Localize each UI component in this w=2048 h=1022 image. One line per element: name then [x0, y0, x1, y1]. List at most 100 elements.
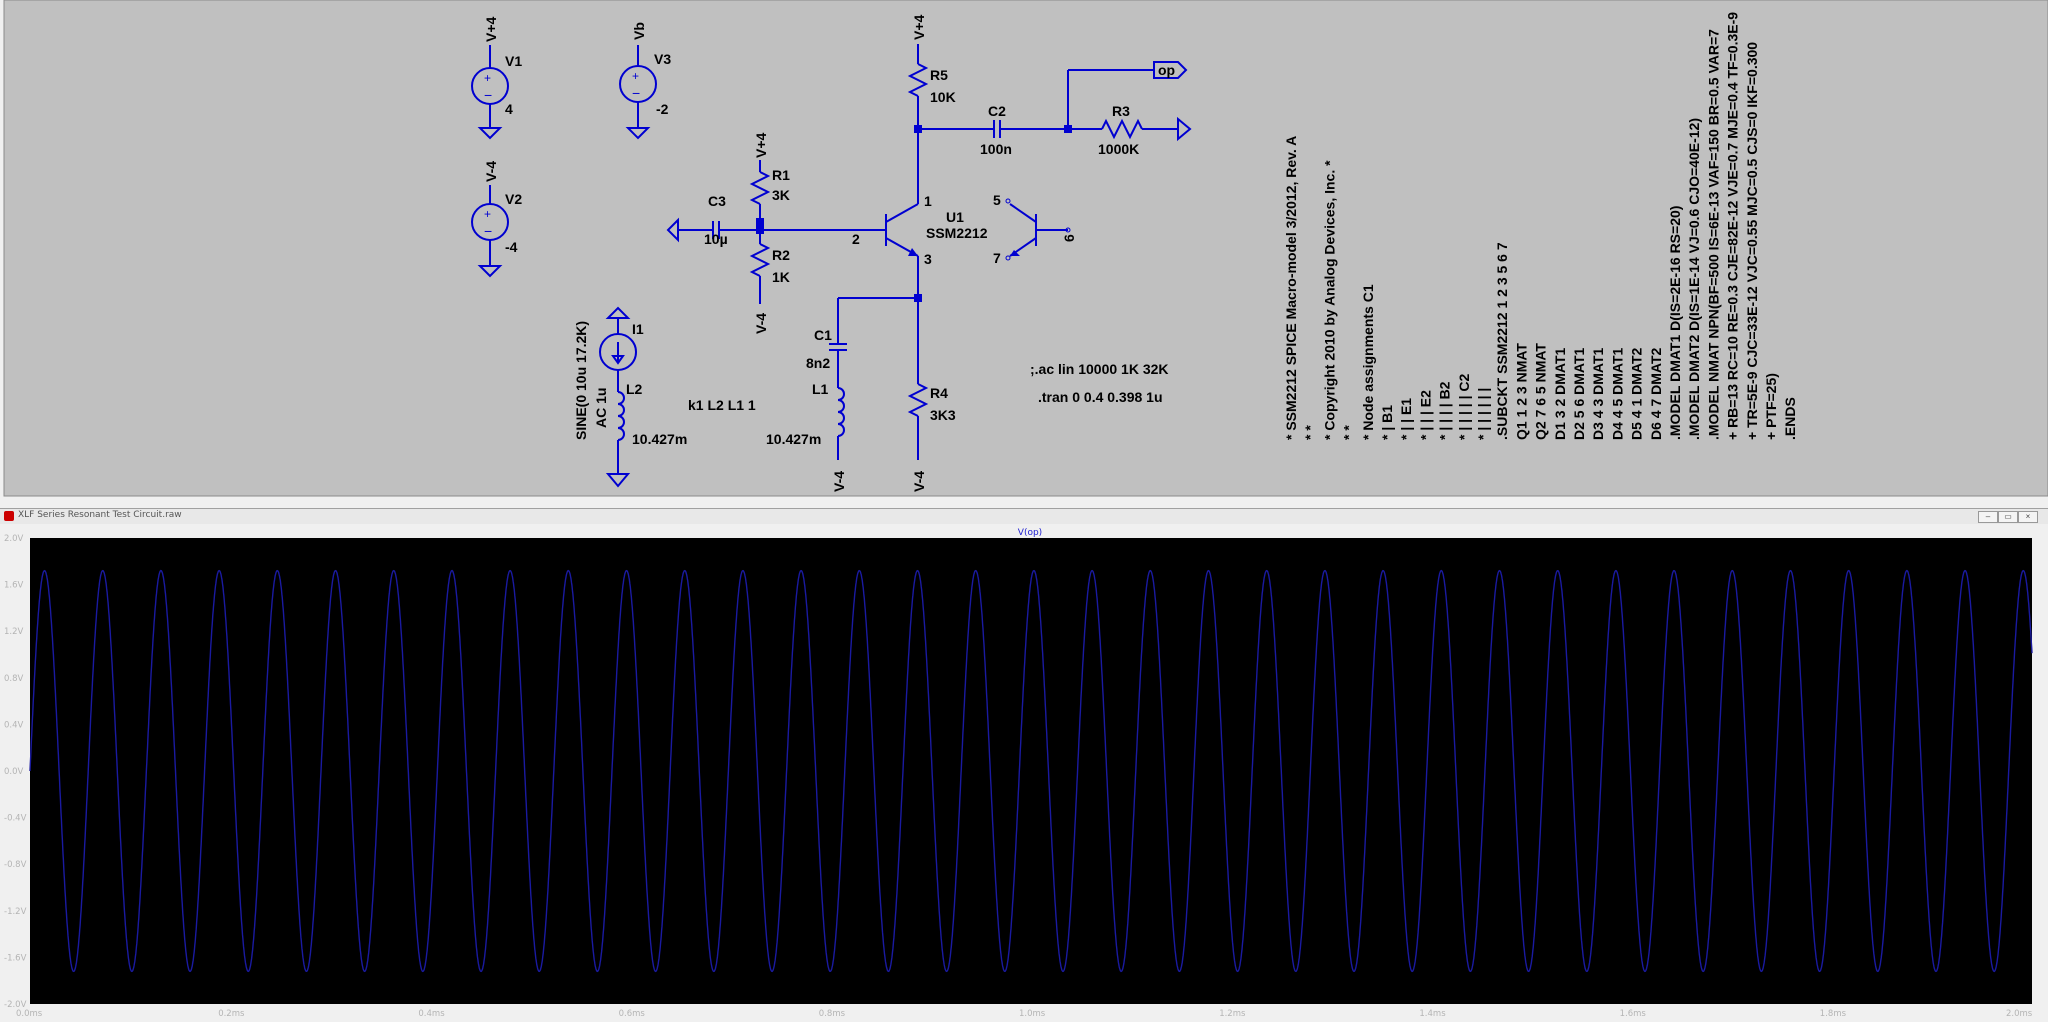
netlist-line: * | | | | | C2 — [1456, 374, 1472, 440]
x-tick-label: 1.0ms — [1019, 1009, 1046, 1019]
plot-area[interactable] — [30, 538, 2032, 1004]
netlist-line: Q2 7 6 5 NMAT — [1533, 343, 1549, 440]
capacitor-c3[interactable]: C3 10µ — [666, 193, 760, 247]
node-label: Vb — [631, 22, 647, 40]
part-name: I1 — [632, 321, 644, 337]
svg-text:−: − — [484, 87, 492, 103]
net-label-text: op — [1158, 62, 1175, 78]
resistor-r4[interactable]: V-4 R4 3K3 — [907, 300, 956, 492]
pin-label: 1 — [924, 193, 932, 209]
part-name: V2 — [505, 191, 522, 207]
inductor-l1[interactable]: V-4 L1 10.427m — [766, 381, 847, 492]
part-name: L2 — [626, 381, 643, 397]
resistor-r5[interactable]: V+4 R5 10K — [907, 14, 956, 128]
net-label-op[interactable]: op — [1067, 61, 1188, 129]
y-tick-label: -1.6V — [4, 953, 27, 963]
netlist-line: .MODEL DMAT1 D(IS=2E-16 RS=20) — [1667, 206, 1683, 440]
netlist-line: * | | | | B2 — [1437, 381, 1453, 440]
part-value: 3K3 — [930, 407, 956, 423]
netlist-line: * | B1 — [1379, 405, 1395, 440]
x-tick-label: 0.0ms — [16, 1009, 43, 1019]
source-spec: SINE(0 10u 17.2K) — [573, 321, 589, 440]
x-tick-label: 0.6ms — [619, 1009, 646, 1019]
close-button[interactable]: × — [2018, 511, 2038, 523]
resistor-r3[interactable]: R3 1000K — [1068, 103, 1192, 157]
pin-label: 7 — [993, 250, 1001, 266]
x-tick-label: 1.4ms — [1419, 1009, 1446, 1019]
part-value: -2 — [656, 101, 669, 117]
waveform-plot[interactable]: V(op) 2.0V1.6V1.2V0.8V0.4V0.0V-0.4V-0.8V… — [0, 524, 2048, 1022]
part-value: 100n — [980, 141, 1012, 157]
part-name: R3 — [1112, 103, 1130, 119]
part-name: C1 — [814, 327, 832, 343]
minimize-button[interactable]: – — [1978, 511, 1998, 523]
transistor-u1[interactable]: 1 2 3 U1 SSM2212 5 6 7 — [852, 128, 1077, 300]
netlist-line: D6 4 7 DMAT2 — [1648, 347, 1664, 440]
x-tick-label: 0.2ms — [218, 1009, 245, 1019]
netlist-line: * SSM2212 SPICE Macro-model 3/2012, Rev.… — [1283, 136, 1299, 440]
netlist-line: * | | E1 — [1398, 398, 1414, 440]
part-name: V3 — [654, 51, 671, 67]
trace-label[interactable]: V(op) — [1018, 528, 1042, 538]
part-value: 1000K — [1098, 141, 1139, 157]
current-source-i1[interactable]: I1 SINE(0 10u 17.2K) AC 1u — [573, 306, 644, 440]
resistor-r1[interactable]: V+4 R1 3K — [749, 132, 790, 220]
part-value: -4 — [505, 239, 518, 255]
voltage-source-v1[interactable]: + − V+4 V1 4 — [471, 16, 522, 140]
capacitor-c2[interactable]: C2 100n — [918, 103, 1068, 157]
tran-directive[interactable]: .tran 0 0.4 0.398 1u — [1038, 389, 1163, 405]
y-tick-label: 2.0V — [4, 534, 24, 544]
svg-text:+: + — [484, 207, 491, 221]
y-tick-label: -0.4V — [4, 814, 27, 824]
netlist-line: * * — [1302, 425, 1318, 440]
netlist-comment-block[interactable]: * SSM2212 SPICE Macro-model 3/2012, Rev.… — [1283, 12, 1798, 440]
pin-label: 3 — [924, 251, 932, 267]
part-value: 10.427m — [766, 431, 821, 447]
netlist-line: D1 3 2 DMAT1 — [1552, 347, 1568, 440]
x-tick-label: 0.4ms — [418, 1009, 445, 1019]
netlist-line: .MODEL NMAT NPN(BF=500 IS=6E-13 VAF=150 … — [1705, 29, 1721, 440]
node-label: V+4 — [483, 16, 499, 42]
netlist-line: * | | | | | | — [1475, 388, 1491, 440]
pin-label: 5 — [993, 192, 1001, 208]
x-tick-label: 1.6ms — [1620, 1009, 1647, 1019]
resistor-r2[interactable]: V-4 R2 1K — [749, 230, 790, 334]
y-tick-label: 0.0V — [4, 767, 24, 777]
part-value: 10µ — [704, 231, 728, 247]
netlist-line: + RB=13 RC=10 RE=0.3 CJE=82E-12 VJE=0.7 … — [1725, 12, 1741, 440]
netlist-line: * * — [1341, 425, 1357, 440]
waveform-app-icon — [4, 511, 14, 521]
source-ac: AC 1u — [593, 388, 609, 428]
node-label: V-4 — [483, 161, 499, 182]
netlist-line: D5 4 1 DMAT2 — [1629, 347, 1645, 440]
part-value: 4 — [505, 101, 513, 117]
restore-button[interactable]: ▭ — [1998, 511, 2018, 523]
voltage-source-v2[interactable]: + − V-4 V2 -4 — [471, 161, 522, 278]
x-tick-label: 0.8ms — [819, 1009, 846, 1019]
coupling-directive[interactable]: k1 L2 L1 1 — [688, 397, 756, 413]
netlist-line: D3 4 3 DMAT1 — [1590, 347, 1606, 440]
ac-directive[interactable]: ;.ac lin 10000 1K 32K — [1030, 361, 1169, 377]
capacitor-c1[interactable]: C1 8n2 — [806, 298, 847, 388]
x-tick-label: 1.8ms — [1820, 1009, 1847, 1019]
x-tick-label: 1.2ms — [1219, 1009, 1246, 1019]
netlist-line: D2 5 6 DMAT1 — [1571, 347, 1587, 440]
schematic-canvas[interactable]: + − V+4 V1 4 + − V-4 V2 -4 + − Vb V3 -2 — [0, 0, 2048, 500]
netlist-line: D4 4 5 DMAT1 — [1609, 347, 1625, 440]
netlist-line: + PTF=25) — [1763, 373, 1779, 440]
trace-v-op[interactable] — [29, 569, 2033, 973]
part-name: C3 — [708, 193, 726, 209]
waveform-window[interactable]: XLF Series Resonant Test Circuit.raw – ▭… — [0, 508, 2048, 1022]
netlist-line: * | | | E2 — [1417, 390, 1433, 440]
voltage-source-v3[interactable]: + − Vb V3 -2 — [619, 22, 671, 140]
netlist-line: * Copyright 2010 by Analog Devices, Inc.… — [1321, 160, 1337, 440]
x-tick-label: 2.0ms — [2006, 1009, 2033, 1019]
y-tick-label: -2.0V — [4, 1000, 27, 1010]
y-tick-label: 0.8V — [4, 674, 24, 684]
inductor-l2[interactable]: L2 10.427m — [605, 381, 687, 488]
part-value: SSM2212 — [926, 225, 988, 241]
part-value: 1K — [772, 269, 790, 285]
svg-text:+: + — [632, 69, 639, 83]
part-name: R1 — [772, 167, 790, 183]
y-tick-label: -1.2V — [4, 907, 27, 917]
